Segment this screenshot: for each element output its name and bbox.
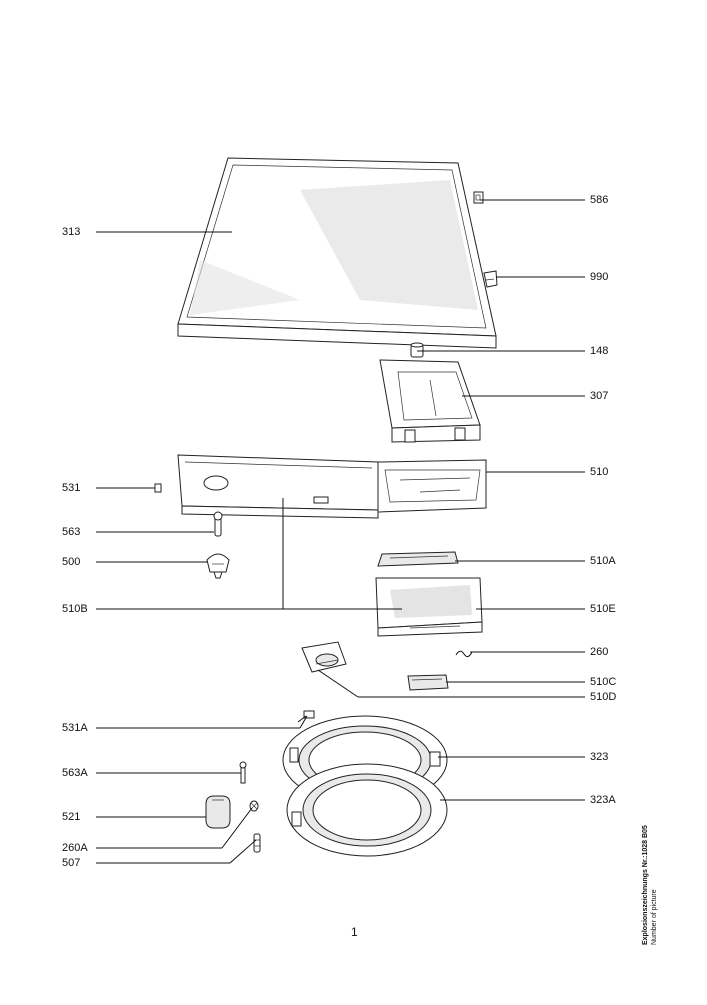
label-307: 307 [590, 390, 609, 402]
part-500-knob [206, 553, 230, 579]
label-531: 531 [62, 482, 81, 494]
part-307-dispenser-housing [379, 359, 481, 443]
part-313-top-cover [177, 157, 497, 349]
part-510A-insert [377, 551, 459, 567]
label-510B: 510B [62, 603, 88, 615]
part-563A-pin [239, 761, 247, 784]
label-313: 313 [62, 226, 81, 238]
label-510D: 510D [590, 691, 617, 703]
label-510C: 510C [590, 676, 617, 688]
label-586: 586 [590, 194, 609, 206]
part-510D-lever [301, 641, 347, 673]
label-260: 260 [590, 646, 609, 658]
part-323A-inner-ring [286, 763, 448, 857]
label-323: 323 [590, 751, 609, 763]
label-510E: 510E [590, 603, 616, 615]
part-260-spring [455, 650, 473, 658]
label-510: 510 [590, 466, 609, 478]
part-531A-screw [297, 710, 315, 723]
label-148: 148 [590, 345, 609, 357]
part-563-light-pipe [213, 511, 223, 537]
drawing-number-caption: Explosionszeichnungs Nr.:1028 B05 Number… [641, 745, 659, 945]
part-531-screw [150, 483, 162, 493]
part-148-valve [410, 342, 424, 358]
label-507: 507 [62, 857, 81, 869]
label-990: 990 [590, 271, 609, 283]
drawing-number: Explosionszeichnungs Nr.:1028 B05 [642, 825, 649, 945]
label-521: 521 [62, 811, 81, 823]
part-507-hinge-pin [253, 833, 261, 853]
label-563A: 563A [62, 767, 88, 779]
part-510-control-panel [177, 454, 487, 519]
part-990-bracket [483, 270, 498, 288]
part-510C-button [407, 674, 449, 691]
drawing-number-subtitle: Number of picture [651, 889, 658, 945]
label-563: 563 [62, 526, 81, 538]
part-510E-drawer-front [375, 577, 483, 637]
part-586-clip [473, 191, 484, 204]
leader-lines [96, 199, 585, 864]
label-323A: 323A [590, 794, 616, 806]
label-510A: 510A [590, 555, 616, 567]
part-521-handle [205, 795, 231, 829]
label-500: 500 [62, 556, 81, 568]
label-260A: 260A [62, 842, 88, 854]
page-number: 1 [351, 925, 358, 939]
label-531A: 531A [62, 722, 88, 734]
